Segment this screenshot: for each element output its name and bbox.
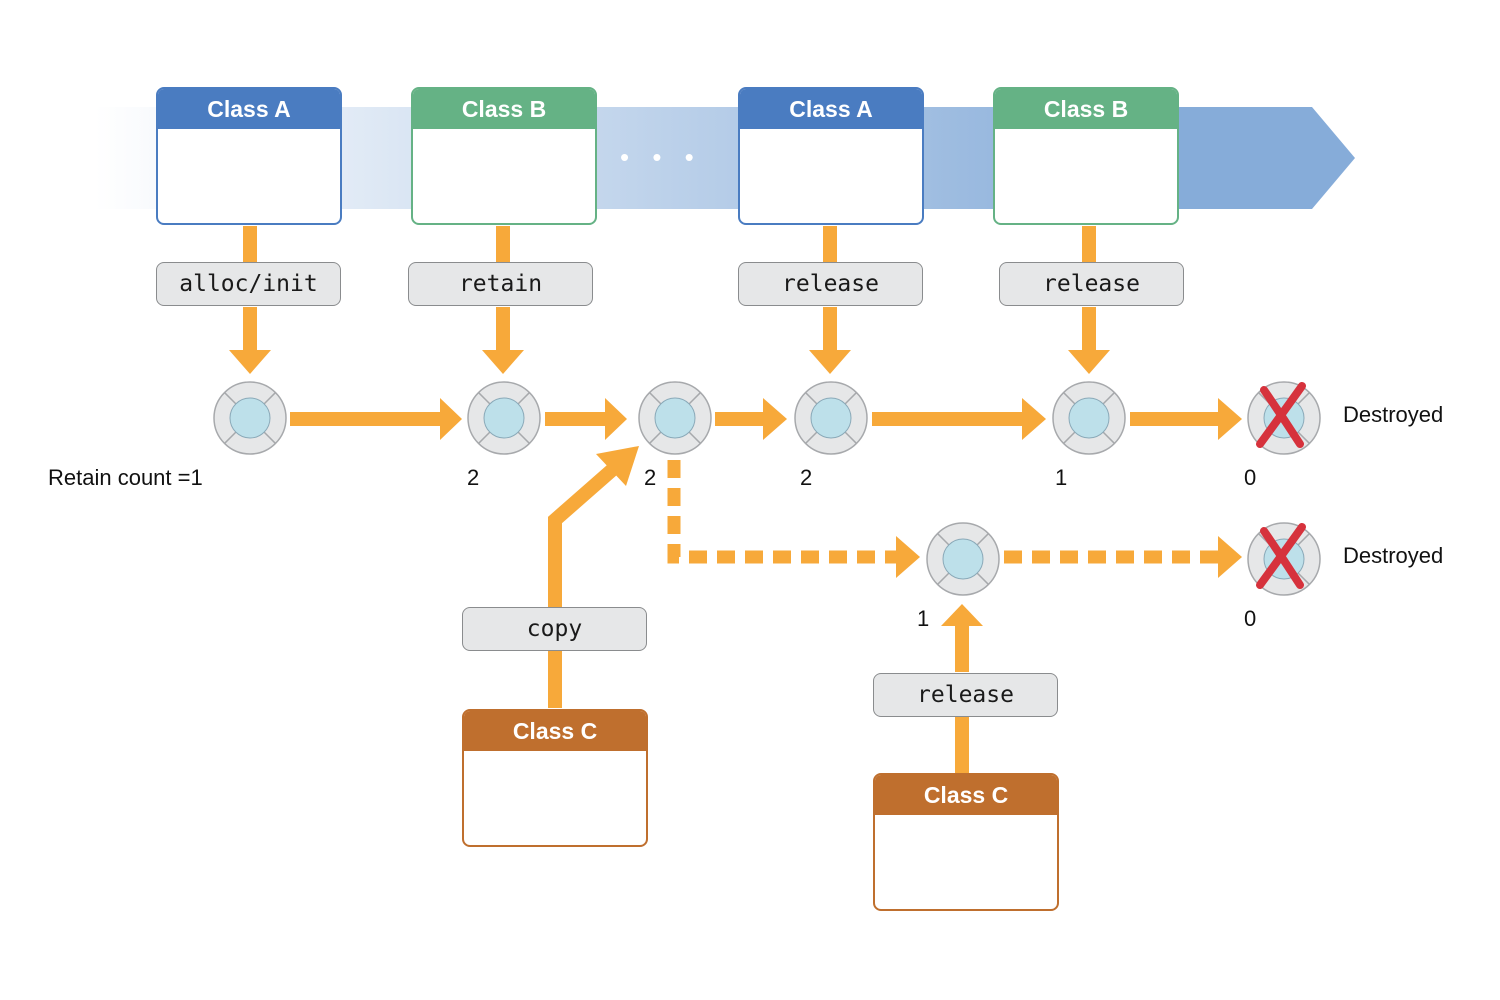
retain-count-label-3: 2 — [644, 465, 657, 490]
destroyed-label-2: Destroyed — [1343, 543, 1444, 568]
retain-node-3 — [638, 381, 712, 455]
copy-node-1 — [926, 522, 1000, 596]
destroyed-label: Destroyed — [1343, 402, 1444, 427]
release-message-3: release — [873, 673, 1058, 717]
retain-count-label-2: 2 — [467, 465, 480, 490]
class-a-box-2: Class A — [738, 87, 924, 225]
destroyed-x-icon — [1256, 382, 1306, 448]
class-c-box-2: Class C — [873, 773, 1059, 911]
retain-nodes — [213, 381, 1321, 596]
destroyed-x-icon — [1256, 523, 1306, 589]
retain-node-1 — [213, 381, 287, 455]
timeline-ellipsis: • • • — [620, 142, 702, 172]
class-b-box-2: Class B — [993, 87, 1179, 225]
release-arrow-up — [941, 604, 983, 774]
retain-count-label-4: 2 — [800, 465, 813, 490]
main-line-arrows — [290, 398, 1242, 440]
destroyed-node — [1247, 381, 1321, 455]
message-connectors — [229, 226, 1110, 374]
class-c-title: Class C — [464, 711, 646, 751]
release-message-2: release — [999, 262, 1184, 306]
retain-node-2 — [467, 381, 541, 455]
retain-node-4 — [794, 381, 868, 455]
retain-node-5 — [1052, 381, 1126, 455]
copy-count-label-1: 1 — [917, 606, 930, 631]
class-b-title-2: Class B — [995, 89, 1177, 129]
class-c-title-2: Class C — [875, 775, 1057, 815]
copy-count-label-2: 0 — [1244, 606, 1257, 631]
class-a-title: Class A — [158, 89, 340, 129]
release-message: release — [738, 262, 923, 306]
class-b-title: Class B — [413, 89, 595, 129]
class-b-box: Class B — [411, 87, 597, 225]
retain-count-label-5: 1 — [1055, 465, 1068, 490]
copy-branch-dashed — [667, 460, 1242, 578]
class-a-box: Class A — [156, 87, 342, 225]
class-c-box: Class C — [462, 709, 648, 847]
retain-message: retain — [408, 262, 593, 306]
class-a-title-2: Class A — [740, 89, 922, 129]
destroyed-node-2 — [1247, 522, 1321, 596]
copy-arrow — [548, 446, 639, 708]
alloc-init-message: alloc/init — [156, 262, 341, 306]
retain-count-label-1: Retain count =1 — [48, 465, 203, 490]
copy-message: copy — [462, 607, 647, 651]
retain-count-label-6: 0 — [1244, 465, 1257, 490]
